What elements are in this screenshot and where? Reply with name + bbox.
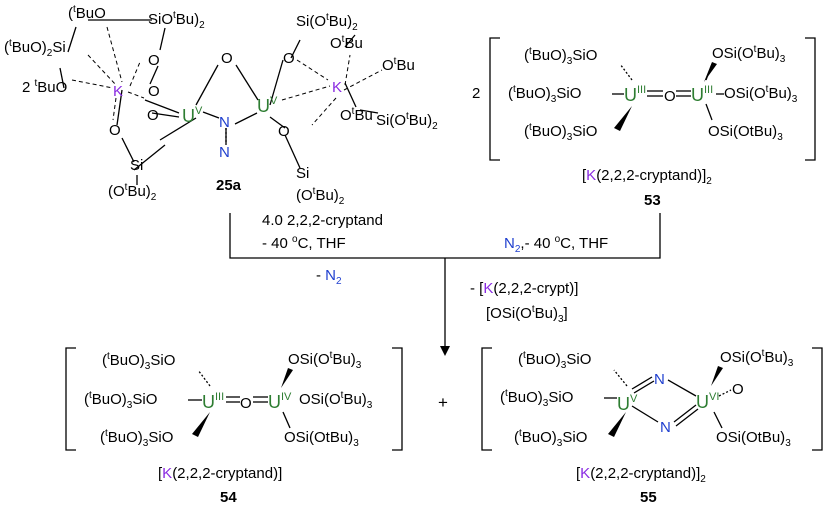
atom-k-left: K (113, 83, 123, 100)
atom-u-55-left: UV (617, 393, 638, 414)
condition-right: N2,- 40 oC, THF (504, 234, 608, 255)
ligand-54-ur: OSi(OtBu)3 (288, 350, 362, 371)
atom-u-left: UV (182, 105, 203, 126)
byproduct-k-2: [OSi(OtBu)3] (486, 304, 568, 325)
counterion-54: [K(2,2,2-cryptand)] (158, 465, 282, 482)
label-2-tbuo: 2 tBuO (22, 78, 67, 96)
label-siotbu2-top: SiOtBu)2 (148, 10, 205, 31)
label-tbuo2si: (tBuO)2Si (4, 38, 66, 59)
atom-u-54-right: UIV (268, 391, 292, 412)
label-otbu2-br: (OtBu)2 (296, 186, 345, 207)
ligand-53-ll: (tBuO)3SiO (524, 122, 597, 143)
atom-o-6: O (278, 123, 290, 140)
ligand-53-ul: (tBuO)3SiO (524, 46, 597, 67)
atom-si-br: Si (296, 165, 309, 182)
ligand-55-ml: (tBuO)3SiO (500, 388, 573, 409)
compound-label-53: 53 (644, 192, 661, 209)
reaction-arrow (229, 213, 661, 346)
ligand-53-ml: (tBuO)3SiO (508, 84, 581, 105)
label-otbu-mid: OtBu (340, 106, 373, 124)
label-otbu-r: OtBu (382, 56, 415, 74)
atom-o-1: O (148, 83, 160, 100)
byproduct-n2: - N2 (316, 267, 342, 287)
atom-o-2: O (148, 52, 160, 69)
ligand-54-ll: (tBuO)3SiO (100, 428, 173, 449)
atom-o-53: O (664, 88, 676, 105)
condition-left-2: - 40 oC, THF (262, 234, 346, 252)
condition-left-1: 4.0 2,2,2-cryptand (262, 212, 383, 229)
ligand-54-mr: OSi(OtBu)3 (299, 390, 373, 411)
label-siotbu2-r: Si(OtBu)2 (376, 111, 438, 132)
atom-u-right: UV (257, 95, 278, 116)
plus-sign: + (438, 393, 448, 412)
ligand-53-ur: OSi(OtBu)3 (712, 44, 786, 65)
atom-u-54-left: UIII (202, 391, 224, 412)
ligand-55-ll: (tBuO)3SiO (514, 428, 587, 449)
atom-o-5: O (283, 50, 295, 67)
atom-u-55-right: UVI (696, 391, 719, 412)
ligand-53-lr: OSi(OtBu)3 (708, 123, 783, 143)
atom-n-55-top: N (654, 371, 665, 388)
atom-o-55: O (732, 381, 744, 398)
label-otbu2-bl: (OtBu)2 (108, 182, 157, 203)
atom-u-53-right: UIII (691, 84, 713, 105)
ligand-54-ml: (tBuO)3SiO (84, 390, 157, 411)
arrow-head (440, 346, 450, 356)
compound-label-54: 54 (220, 489, 237, 506)
compound-55: (tBuO)3SiO (tBuO)3SiO (tBuO)3SiO UV N N … (481, 347, 823, 506)
ligand-55-lr: OSi(OtBu)3 (716, 429, 791, 449)
compound-54: (tBuO)3SiO (tBuO)3SiO (tBuO)3SiO UIII O … (65, 347, 403, 506)
atom-n-1: N (219, 114, 230, 131)
compound-label-55: 55 (640, 489, 657, 506)
ligand-54-ul: (tBuO)3SiO (102, 351, 175, 372)
atom-o-54: O (240, 395, 252, 412)
compound-53: 2 (tBuO)3SiO (tBuO)3SiO (tBuO)3SiO UIII … (472, 37, 816, 209)
atom-n-2: N (219, 144, 230, 161)
compound-label-25a: 25a (216, 177, 242, 194)
atom-si-bl: Si (130, 157, 143, 174)
label-siotbu2-tr: Si(OtBu)2 (296, 12, 358, 33)
counterion-53: [K(2,2,2-cryptand)]2 (582, 167, 712, 187)
ligand-55-ur: OSi(OtBu)3 (720, 348, 794, 369)
atom-n-55-bottom: N (660, 419, 671, 436)
ligand-55-ul: (tBuO)3SiO (518, 350, 591, 371)
atom-o-3: O (147, 107, 159, 124)
label-otbu-tr: OtBu (330, 34, 363, 52)
atom-u-53-left: UIII (624, 84, 646, 105)
label-tbuo-top: (tBuO (68, 4, 106, 22)
counterion-55: [K(2,2,2-cryptand)]2 (576, 465, 706, 485)
atom-k-right: K (332, 79, 342, 96)
ligand-53-mr: OSi(OtBu)3 (724, 84, 798, 105)
prefix-53: 2 (472, 85, 480, 102)
atom-o-bridge: O (221, 50, 233, 67)
ligand-54-lr: OSi(OtBu)3 (284, 429, 359, 449)
byproduct-k-1: - [K(2,2,2-crypt)] (470, 280, 578, 297)
compound-25a: (tBuO SiOtBu)2 (tBuO)2Si 2 tBuO K O O O … (4, 4, 438, 207)
atom-o-4: O (109, 122, 121, 139)
